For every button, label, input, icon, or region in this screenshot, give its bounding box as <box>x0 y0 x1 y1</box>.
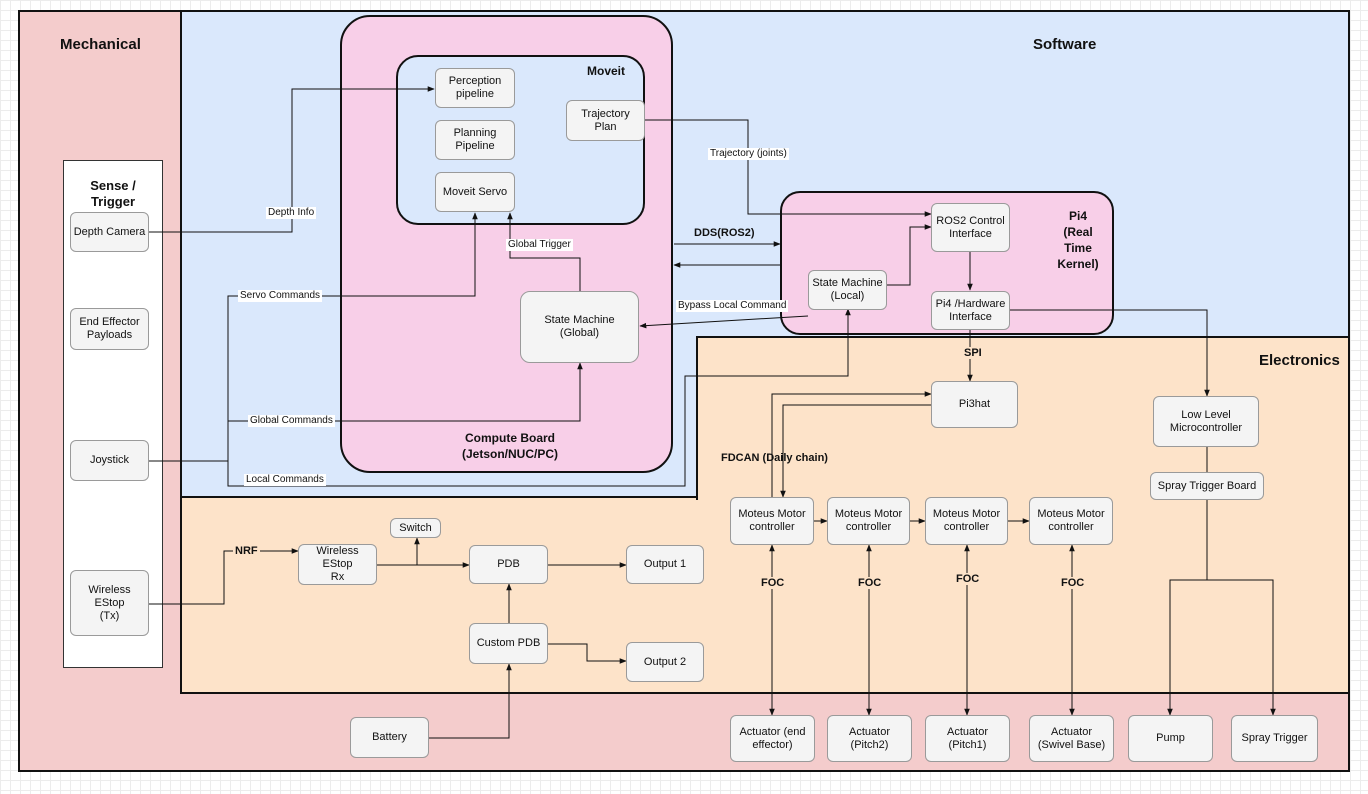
label-spi: SPI <box>962 347 984 359</box>
output-2-node[interactable]: Output 2 <box>626 642 704 682</box>
depth-camera-node[interactable]: Depth Camera <box>70 212 149 252</box>
switch-node[interactable]: Switch <box>390 518 441 538</box>
label-local-commands: Local Commands <box>244 474 326 486</box>
label-foc-1: FOC <box>759 577 787 589</box>
pi3hat-node[interactable]: Pi3hat <box>931 381 1018 428</box>
label-foc-2: FOC <box>856 577 884 589</box>
label-bypass-local-command: Bypass Local Command <box>676 300 789 312</box>
label-nrf: NRF <box>233 545 260 557</box>
actuator-pitch2-node[interactable]: Actuator (Pitch2) <box>827 715 912 762</box>
moteus-controller-2-node[interactable]: Moteus Motor controller <box>827 497 910 545</box>
edge-global-commands <box>228 362 583 422</box>
edge-custom-to-output2 <box>548 643 627 664</box>
mechanical-zone-title: Mechanical <box>60 36 141 53</box>
label-dds-ros2: DDS(ROS2) <box>694 227 755 239</box>
label-foc-4: FOC <box>1059 577 1087 589</box>
label-global-trigger: Global Trigger <box>506 239 573 251</box>
edge-hw-to-mcu <box>1010 309 1210 397</box>
software-zone-title: Software <box>1033 36 1097 53</box>
moteus-controller-3-node[interactable]: Moteus Motor controller <box>925 497 1008 545</box>
trajectory-plan-node[interactable]: Trajectory Plan <box>566 100 645 141</box>
edge-bypass-local <box>639 315 809 329</box>
state-machine-local-node[interactable]: State Machine (Local) <box>808 270 887 310</box>
end-effector-payloads-node[interactable]: End Effector Payloads <box>70 308 149 350</box>
custom-pdb-node[interactable]: Custom PDB <box>469 623 548 664</box>
edge-board-to-spray <box>1207 579 1276 716</box>
wireless-estop-rx-node[interactable]: Wireless EStop Rx <box>298 544 377 585</box>
actuator-swivel-base-node[interactable]: Actuator (Swivel Base) <box>1029 715 1114 762</box>
edge-trajectory <box>645 119 932 217</box>
edge-battery-to-custom <box>429 663 512 739</box>
planning-pipeline-node[interactable]: Planning Pipeline <box>435 120 515 160</box>
pi4-hardware-interface-node[interactable]: Pi4 /Hardware Interface <box>931 291 1010 330</box>
edge-servo-commands <box>148 212 478 462</box>
edge-local-commands <box>227 308 851 487</box>
edge-local-to-ros2 <box>887 224 932 286</box>
sense-trigger-title: Sense / Trigger <box>90 178 136 209</box>
state-machine-global-node[interactable]: State Machine (Global) <box>520 291 639 363</box>
label-servo-commands: Servo Commands <box>238 290 323 302</box>
edge-nrf <box>148 548 299 605</box>
edge-global-trigger <box>507 212 581 291</box>
perception-pipeline-node[interactable]: Perception pipeline <box>435 68 515 108</box>
moveit-title: Moveit <box>587 64 626 78</box>
joystick-node[interactable]: Joystick <box>70 440 149 481</box>
actuator-end-effector-node[interactable]: Actuator (end effector) <box>730 715 815 762</box>
spray-trigger-board-node[interactable]: Spray Trigger Board <box>1150 472 1264 500</box>
edge-board-split <box>1167 500 1208 716</box>
software-zone-edge <box>180 496 698 498</box>
output-1-node[interactable]: Output 1 <box>626 545 704 584</box>
actuator-pitch1-node[interactable]: Actuator (Pitch1) <box>925 715 1010 762</box>
compute-board-title: Compute Board (Jetson/NUC/PC) <box>461 431 558 461</box>
ros2-control-interface-node[interactable]: ROS2 Control Interface <box>931 203 1010 252</box>
label-depth-info: Depth Info <box>266 207 317 219</box>
pi4-title: Pi4 (Real Time Kernel) <box>1057 209 1099 271</box>
wireless-estop-tx-node[interactable]: Wireless EStop (Tx) <box>70 570 149 636</box>
label-trajectory-joints: Trajectory (joints) <box>708 148 789 160</box>
low-level-microcontroller-node[interactable]: Low Level Microcontroller <box>1153 396 1259 447</box>
edge-depth-info <box>148 86 435 233</box>
pump-node[interactable]: Pump <box>1128 715 1213 762</box>
moteus-controller-1-node[interactable]: Moteus Motor controller <box>730 497 814 545</box>
pdb-node[interactable]: PDB <box>469 545 548 584</box>
moteus-controller-4-node[interactable]: Moteus Motor controller <box>1029 497 1113 545</box>
battery-node[interactable]: Battery <box>350 717 429 758</box>
label-fdcan: FDCAN (Daily chain) <box>721 452 828 464</box>
label-global-commands: Global Commands <box>248 415 335 427</box>
edge-fdcan-out <box>771 391 932 497</box>
edge-fdcan-in <box>780 404 931 498</box>
electronics-zone-title: Electronics <box>1259 352 1340 369</box>
label-foc-3: FOC <box>954 573 982 585</box>
moveit-servo-node[interactable]: Moveit Servo <box>435 172 515 212</box>
spray-trigger-node[interactable]: Spray Trigger <box>1231 715 1318 762</box>
